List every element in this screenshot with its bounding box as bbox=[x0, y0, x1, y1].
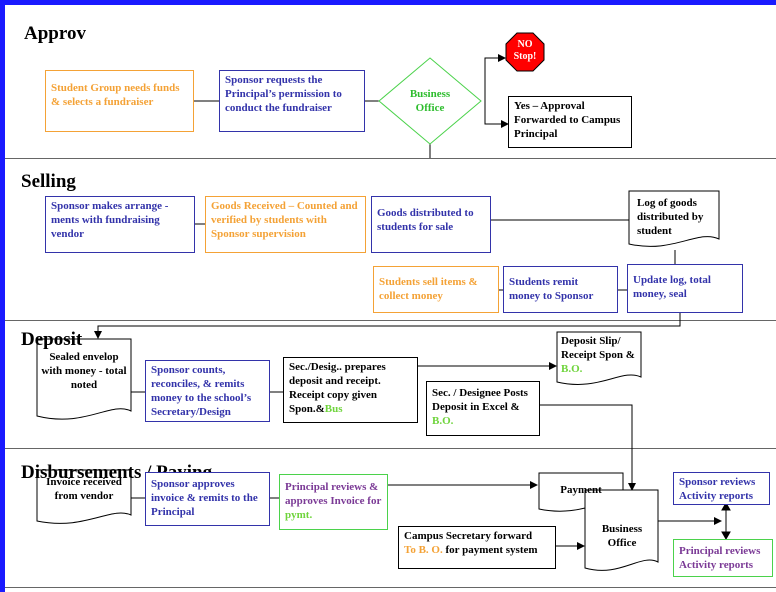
separator-line bbox=[5, 158, 776, 159]
sec-prepares-bus: Bus bbox=[324, 403, 343, 415]
stop-octagon bbox=[505, 32, 545, 72]
document-shape bbox=[36, 469, 132, 524]
connector-arrow bbox=[721, 501, 731, 511]
document-shape bbox=[36, 338, 132, 420]
sponsor-counts-box: Sponsor counts, reconciles, & remits mon… bbox=[145, 360, 270, 422]
update-log-box: Update log, total money, seal bbox=[627, 264, 743, 313]
separator-line bbox=[5, 587, 776, 588]
invoice-received-label: Invoice received from vendor bbox=[46, 476, 122, 502]
yes-approval-box: Yes – Approval Forwarded to Campus Princ… bbox=[508, 96, 632, 148]
campus-secretary-text-2: for payment system bbox=[445, 544, 538, 556]
sec-prepares-text: Sec./Desig.. prepares deposit and receip… bbox=[289, 361, 386, 415]
principal-reviews-pymt: pymt. bbox=[285, 509, 313, 521]
payment-label: Payment bbox=[560, 484, 602, 496]
document-shape bbox=[584, 489, 659, 571]
principal-reviews-box: Principal reviews & approves Invoice for… bbox=[279, 474, 388, 530]
deposit-slip-bo: B.O. bbox=[561, 363, 583, 375]
principal-reviews-text: Principal reviews & approves Invoice for bbox=[285, 481, 382, 507]
connector-arrow bbox=[721, 531, 731, 541]
campus-secretary-to-bo: To B. O. bbox=[404, 544, 443, 556]
goods-received-box: Goods Received – Counted and verified by… bbox=[205, 196, 366, 253]
sealed-envelop-label: Sealed envelop with money - total noted bbox=[41, 351, 127, 391]
sponsor-reviews-box: Sponsor reviews Activity reports bbox=[673, 472, 770, 505]
section-title-selling: Selling bbox=[21, 171, 76, 192]
decision-diamond bbox=[378, 57, 482, 145]
sponsor-approves-box: Sponsor approves invoice & remits to the… bbox=[145, 472, 270, 526]
section-title-approv: Approv bbox=[24, 23, 86, 44]
deposit-slip-text: Deposit Slip/ Receipt Spon & bbox=[561, 335, 635, 361]
business-office-doc-label: Business Office bbox=[601, 523, 643, 549]
business-office-decision-label: Business Office bbox=[409, 88, 451, 114]
no-stop-label: NO Stop! bbox=[513, 39, 537, 62]
students-remit-box: Students remit money to Sponsor bbox=[503, 266, 618, 313]
connector-arrow bbox=[484, 101, 509, 128]
deposit-slip-label: Deposit Slip/ Receipt Spon & B.O. bbox=[561, 334, 639, 376]
connector-arrow bbox=[484, 54, 506, 101]
campus-secretary-box: Campus Secretary forward To B. O. for pay… bbox=[398, 526, 556, 569]
document-shape bbox=[628, 190, 720, 247]
document-shape bbox=[556, 331, 642, 385]
students-sell-box: Students sell items & collect money bbox=[373, 266, 499, 313]
sec-posts-box: Sec. / Designee Posts Deposit in Excel &… bbox=[426, 381, 540, 436]
log-of-goods-label: Log of goods distributed by student bbox=[637, 197, 704, 237]
goods-distributed-box: Goods distributed to students for sale bbox=[371, 196, 491, 253]
connector-arrow bbox=[540, 404, 636, 491]
connector-arrow bbox=[94, 313, 681, 339]
sponsor-requests-box: Sponsor requests the Principal’s permiss… bbox=[219, 70, 365, 132]
separator-line bbox=[5, 448, 776, 449]
sec-posts-bo: B.O. bbox=[432, 415, 454, 427]
section-title-deposit: Deposit bbox=[21, 329, 83, 350]
sponsor-arrange-box: Sponsor makes arrange - ments with fundr… bbox=[45, 196, 195, 253]
sec-prepares-box: Sec./Desig.. prepares deposit and receip… bbox=[283, 357, 418, 423]
separator-line bbox=[5, 320, 776, 321]
campus-secretary-text-1: Campus Secretary forward bbox=[404, 530, 533, 542]
sec-posts-text: Sec. / Designee Posts Deposit in Excel & bbox=[432, 387, 528, 413]
student-group-box: Student Group needs funds & selects a fu… bbox=[45, 70, 194, 132]
principal-reviews-reports-box: Principal reviews Activity reports bbox=[673, 539, 773, 577]
